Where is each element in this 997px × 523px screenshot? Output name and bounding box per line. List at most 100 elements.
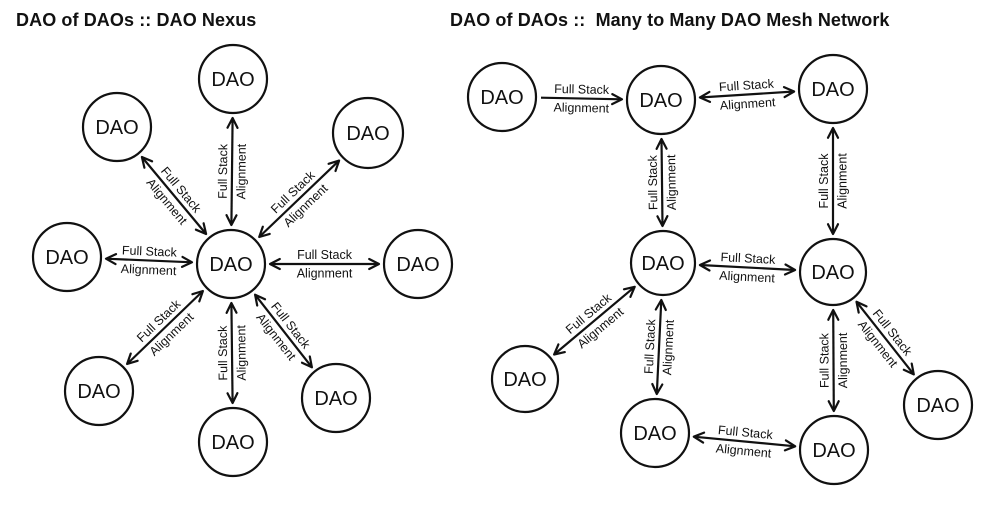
arrowhead-icon: [655, 137, 668, 150]
dao-node-top-middle: DAO: [625, 64, 697, 136]
arrowhead-icon: [855, 300, 868, 314]
dao-node-circle: [798, 237, 868, 307]
arrowhead-icon: [104, 253, 118, 266]
edge-mid-left-bottom-far-left: Full StackAlignment: [553, 285, 636, 356]
edge-mid-left-mid-right: Full StackAlignment: [698, 250, 797, 285]
arrowhead-icon: [258, 225, 271, 239]
edge-label: Full StackAlignment: [718, 77, 776, 113]
edge-line: [126, 290, 204, 365]
dao-node-mid-right: DAO: [798, 237, 868, 307]
edge-line: [655, 299, 663, 395]
arrowhead-icon: [553, 343, 566, 356]
arrowhead-icon: [651, 382, 664, 396]
dao-node-label: DAO: [812, 440, 855, 462]
dao-node-top-right: DAO: [797, 53, 869, 125]
arrowhead-icon: [622, 285, 636, 298]
edge-hub-west: Full StackAlignment: [104, 243, 194, 278]
arrowhead-icon: [194, 222, 208, 236]
edge-label: Full StackAlignment: [553, 82, 610, 116]
arrowhead-icon: [783, 263, 797, 276]
dao-node-far-right: DAO: [902, 369, 974, 441]
edge-hub-northeast: Full StackAlignment: [258, 159, 341, 239]
edge-label: Full StackAlignment: [719, 250, 777, 285]
dao-node-west: DAO: [31, 221, 103, 293]
dao-node-circle: [902, 369, 974, 441]
arrowhead-icon: [226, 392, 239, 405]
dao-node-circle: [619, 397, 691, 469]
dao-node-mid-left: DAO: [629, 229, 697, 297]
arrowhead-icon: [300, 355, 313, 369]
dao-node-label: DAO: [211, 69, 254, 91]
arrowhead-icon: [225, 301, 238, 314]
dao-node-circle: [331, 96, 405, 170]
dao-node-north: DAO: [197, 43, 269, 115]
edge-label: Full StackAlignment: [121, 243, 178, 278]
edge-line: [540, 96, 623, 101]
arrowhead-icon: [611, 93, 624, 106]
edge-line: [553, 285, 636, 356]
arrowhead-icon: [140, 155, 154, 169]
dao-node-circle: [31, 221, 103, 293]
dao-node-label: DAO: [211, 432, 254, 454]
edge-line: [105, 257, 193, 264]
edge-line: [141, 156, 207, 235]
arrowhead-icon: [656, 215, 669, 228]
edge-line: [258, 159, 340, 238]
dao-node-label: DAO: [480, 87, 523, 109]
dao-node-circle: [197, 406, 269, 478]
edge-top-middle-top-right: Full StackAlignment: [698, 77, 796, 113]
dao-node-east: DAO: [382, 228, 454, 300]
dao-node-south: DAO: [197, 406, 269, 478]
dao-node-circle: [197, 43, 269, 115]
edge-line: [699, 263, 796, 272]
arrowhead-icon: [368, 257, 381, 271]
edge-top-left-top-middle: Full StackAlignment: [540, 82, 624, 116]
arrowhead-icon: [692, 431, 706, 444]
dao-node-circle: [798, 414, 870, 486]
arrowhead-icon: [782, 86, 796, 99]
dao-node-top-left: DAO: [466, 61, 538, 133]
dao-node-circle: [300, 362, 372, 434]
arrowhead-icon: [826, 223, 840, 236]
edge-mid-right-far-right: Full StackAlignment: [855, 300, 915, 376]
arrowhead-icon: [191, 289, 204, 303]
edge-line: [230, 302, 234, 404]
dao-node-hub: DAO: [195, 228, 267, 300]
dao-node-bottom-right: DAO: [798, 414, 870, 486]
arrowhead-icon: [180, 255, 194, 268]
edge-line: [855, 301, 915, 376]
edge-bottom-middle-bottom-right: Full StackAlignment: [692, 423, 797, 461]
arrowhead-icon: [268, 257, 281, 271]
edge-hub-southeast: Full StackAlignment: [253, 293, 313, 369]
nexus-diagram-title: DAO of DAOs :: DAO Nexus: [16, 10, 257, 30]
dao-node-label: DAO: [396, 254, 439, 276]
arrowhead-icon: [254, 293, 267, 307]
arrowhead-icon: [826, 126, 840, 139]
dao-node-label: DAO: [811, 79, 854, 101]
arrowhead-icon: [327, 159, 341, 173]
arrowhead-icon: [654, 298, 667, 312]
dao-node-label: DAO: [641, 253, 684, 275]
dao-node-circle: [195, 228, 267, 300]
arrowhead-icon: [902, 362, 915, 376]
edge-line: [254, 294, 313, 368]
dao-node-circle: [466, 61, 538, 133]
dao-node-label: DAO: [811, 262, 854, 284]
dao-node-label: DAO: [209, 254, 252, 276]
edge-hub-northwest: Full StackAlignment: [140, 155, 208, 236]
dao-node-circle: [490, 344, 560, 414]
dao-node-circle: [625, 64, 697, 136]
arrowhead-icon: [225, 214, 238, 227]
